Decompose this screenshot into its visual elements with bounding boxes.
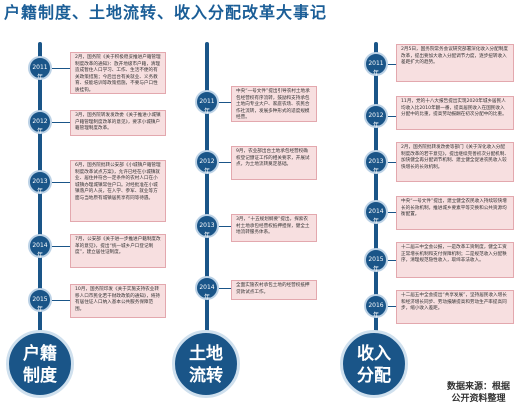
timeline-node: 2011年 <box>364 52 388 77</box>
category-label-line2: 流转 <box>189 366 223 386</box>
event-text: 2月，国务院批转发改委等部门《关于深化收入分配制度改革的若干意见》，提出继续完善… <box>401 145 509 170</box>
connector <box>52 246 70 247</box>
connector <box>388 306 396 307</box>
event-box: 全面实施农村承包土地的经营权抵押贷款试点工作。 <box>231 280 317 300</box>
event-box: 9月，农业部出台土地承包经营权确权登记颁证工作的相关要求，开展试点，为土地流转奠… <box>231 146 317 180</box>
connector <box>388 212 396 213</box>
source-line2: 公开资料整理 <box>451 394 506 404</box>
event-text: 2月5日，国务院常务会议研究部署深化收入分配制度改革，提出要加大收入分配调节力度… <box>401 47 508 66</box>
timeline-node: 2011年 <box>195 90 219 115</box>
year-label: 2013年 <box>32 178 48 195</box>
connector <box>388 64 396 65</box>
event-text: 中央“一号文件”提出，建立健全农民收入持续较快增长的长效机制，推进城乡要素平等交… <box>401 199 507 218</box>
year-label: 2011年 <box>368 60 384 77</box>
event-box: 2月，国务院批转发改委等部门《关于深化收入分配制度改革的若干意见》，提出继续完善… <box>396 142 514 182</box>
timeline-node: 2015年 <box>364 248 388 273</box>
connector <box>219 226 231 227</box>
event-text: 11月，党的十八大报告提出实现2020年城乡居民人均收入比2010年翻一番，提高… <box>401 99 507 118</box>
category-label-line1: 户籍 <box>23 344 57 364</box>
year-label: 2013年 <box>199 222 215 239</box>
year-label: 2014年 <box>199 284 215 301</box>
connector <box>219 288 231 289</box>
timeline-node: 2014年 <box>28 234 52 259</box>
timeline-line-land <box>205 42 209 342</box>
connector <box>52 122 70 123</box>
timeline-node: 2012年 <box>195 150 219 175</box>
event-text: 3月，“十五规划纲要”提出，探索农村土地承包经营权抵押担保，健全土地流转服务体系… <box>236 217 310 236</box>
year-label: 2015年 <box>32 296 48 313</box>
event-text: 7月，公安部《关于进一步推进户籍制度改革的意见》，提出“统一城乡户口登记制度”，… <box>75 237 161 256</box>
year-label: 2016年 <box>368 302 384 319</box>
connector <box>219 102 231 103</box>
year-label: 2015年 <box>368 256 384 273</box>
timeline-node: 2011年 <box>28 56 52 81</box>
connector <box>219 162 231 163</box>
category-label-line2: 制度 <box>23 366 57 386</box>
year-label: 2012年 <box>368 112 384 129</box>
timeline-node: 2016年 <box>364 294 388 319</box>
timeline-node: 2014年 <box>364 200 388 225</box>
category-badge-hukou: 户籍 制度 <box>6 330 74 398</box>
timeline-line-income <box>374 42 378 342</box>
event-box: 中央“一号文件”提出引导农村土地承包经营权有序流转，鼓励和支持承包土地向专业大户… <box>231 86 317 122</box>
event-box: 中央“一号文件”提出，建立健全农民收入持续较快增长的长效机制，推进城乡要素平等交… <box>396 196 514 230</box>
year-label: 2011年 <box>32 64 48 81</box>
event-box: 2月，国务院《关于积极稳妥推进户籍管理制度改革的通知》：放开地级市户籍，清理造成… <box>70 52 166 94</box>
connector <box>52 182 70 183</box>
event-box: 10月，国务院印发《关于实施支持农业转移人口市民化若干财政政策的通知》，将持有居… <box>70 284 166 318</box>
event-text: 十二届三中全会公报，一是改革工资制度，健全工资正常增长机制和支付保障机制；二是规… <box>401 245 507 264</box>
year-label: 2014年 <box>32 242 48 259</box>
category-label-line1: 土地 <box>189 344 223 364</box>
timeline-node: 2014年 <box>195 276 219 301</box>
timeline-node: 2012年 <box>364 104 388 129</box>
event-box: 十二届三中全会公报，一是改革工资制度，健全工资正常增长机制和支付保障机制；二是规… <box>396 242 514 278</box>
event-text: 10月，国务院印发《关于实施支持农业转移人口市民化若干财政政策的通知》，将持有居… <box>75 287 160 312</box>
event-text: 3月，国务院转发发改委《关于推进小城镇户籍管理制度改革的意见》，要求小城镇户籍管… <box>75 113 161 132</box>
event-text: 中央“一号文件”提出引导农村土地承包经营权有序流转，鼓励和支持承包土地向专业大户… <box>236 89 310 121</box>
category-label-line2: 分配 <box>357 366 391 386</box>
event-box: 11月，党的十八大报告提出实现2020年城乡居民人均收入比2010年翻一番，提高… <box>396 96 514 130</box>
event-box: 7月，公安部《关于进一步推进户籍制度改革的意见》，提出“统一城乡户口登记制度”，… <box>70 234 166 268</box>
event-box: 十二届五中全会提出“共享发展”，坚持居民收入增长和经济增长同步、劳动报酬提高和劳… <box>396 290 514 324</box>
year-label: 2011年 <box>199 98 215 115</box>
event-box: 2月5日，国务院常务会议研究部署深化收入分配制度改革，提出要加大收入分配调节力度… <box>396 44 514 82</box>
event-box: 3月，“十五规划纲要”提出，探索农村土地承包经营权抵押担保，健全土地流转服务体系… <box>231 214 317 242</box>
timeline-node: 2013年 <box>195 214 219 239</box>
year-label: 2012年 <box>199 158 215 175</box>
event-text: 十二届五中全会提出“共享发展”，坚持居民收入增长和经济增长同步、劳动报酬提高和劳… <box>401 293 507 312</box>
connector <box>388 116 396 117</box>
event-text: 6月，国务院批转公安部《小城镇户籍管理制度改革试点方案》，允许已经在小城镇就业、… <box>75 163 161 201</box>
event-box: 6月，国务院批转公安部《小城镇户籍管理制度改革试点方案》，允许已经在小城镇就业、… <box>70 160 166 222</box>
event-text: 全面实施农村承包土地的经营权抵押贷款试点工作。 <box>236 283 310 295</box>
connector <box>388 162 396 163</box>
year-label: 2012年 <box>32 118 48 135</box>
timeline-node: 2013年 <box>364 150 388 175</box>
event-text: 9月，农业部出台土地承包经营权确权登记颁证工作的相关要求，开展试点，为土地流转奠… <box>236 149 310 168</box>
year-label: 2014年 <box>368 208 384 225</box>
connector <box>388 260 396 261</box>
category-badge-income: 收入 分配 <box>340 330 408 398</box>
connector <box>52 300 70 301</box>
category-badge-land: 土地 流转 <box>172 330 240 398</box>
event-text: 2月，国务院《关于积极稳妥推进户籍管理制度改革的通知》：放开地级市户籍，清理造成… <box>75 55 161 93</box>
timeline-node: 2013年 <box>28 170 52 195</box>
source-note: 数据来源：根据 公开资料整理 <box>447 381 510 405</box>
event-box: 3月，国务院转发发改委《关于推进小城镇户籍管理制度改革的意见》，要求小城镇户籍管… <box>70 110 166 136</box>
source-line1: 数据来源：根据 <box>446 382 510 392</box>
timeline-node: 2012年 <box>28 110 52 135</box>
page-title: 户籍制度、土地流转、收入分配改革大事记 <box>4 3 328 22</box>
timeline-node: 2015年 <box>28 288 52 313</box>
year-label: 2013年 <box>368 158 384 175</box>
category-label-line1: 收入 <box>357 344 391 364</box>
connector <box>52 68 70 69</box>
